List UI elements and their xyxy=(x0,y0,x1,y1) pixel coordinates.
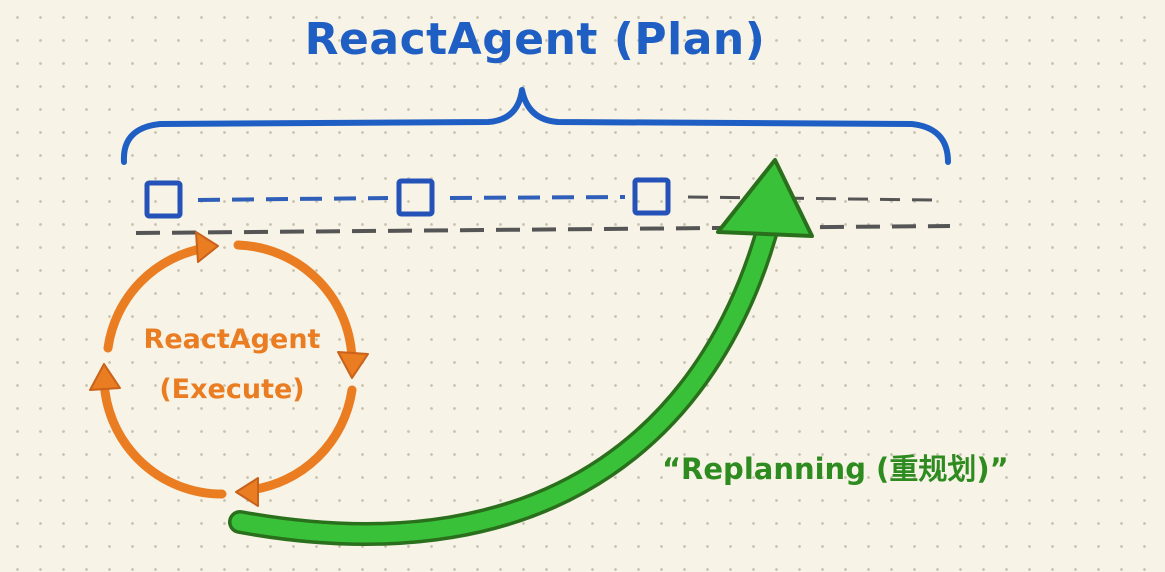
plan-step-box-3 xyxy=(632,177,671,216)
arrowhead-icon xyxy=(89,363,121,391)
arrowhead-icon xyxy=(235,477,259,507)
replanning-arrowhead-icon xyxy=(716,158,814,238)
arrowhead-icon xyxy=(195,231,219,263)
execute-label-line2: (Execute) xyxy=(159,374,305,405)
cycle-arc-top-right xyxy=(233,240,357,367)
plan-step-box-1 xyxy=(144,180,183,219)
plan-dashed-link-1 xyxy=(197,196,389,202)
plan-brace xyxy=(120,87,951,165)
execute-label-line1: ReactAgent xyxy=(143,324,321,355)
cycle-arc-bottom-right xyxy=(245,385,357,495)
plan-dashed-link-3 xyxy=(687,195,936,202)
replanning-label: “Replanning (重规划)” xyxy=(662,452,1009,486)
replanning-arrow-shaft-fill xyxy=(231,203,781,543)
execute-cycle-arrowheads xyxy=(89,231,369,507)
cycle-arc-bottom-left xyxy=(99,373,227,499)
arrowhead-icon xyxy=(337,351,369,379)
plan-step-box-2 xyxy=(396,178,435,217)
execute-cycle xyxy=(99,240,357,499)
dashed-baseline xyxy=(135,224,951,235)
plan-title: ReactAgent (Plan) xyxy=(304,14,766,65)
cycle-arc-top-left xyxy=(103,243,211,353)
plan-dashed-link-2 xyxy=(449,195,626,200)
